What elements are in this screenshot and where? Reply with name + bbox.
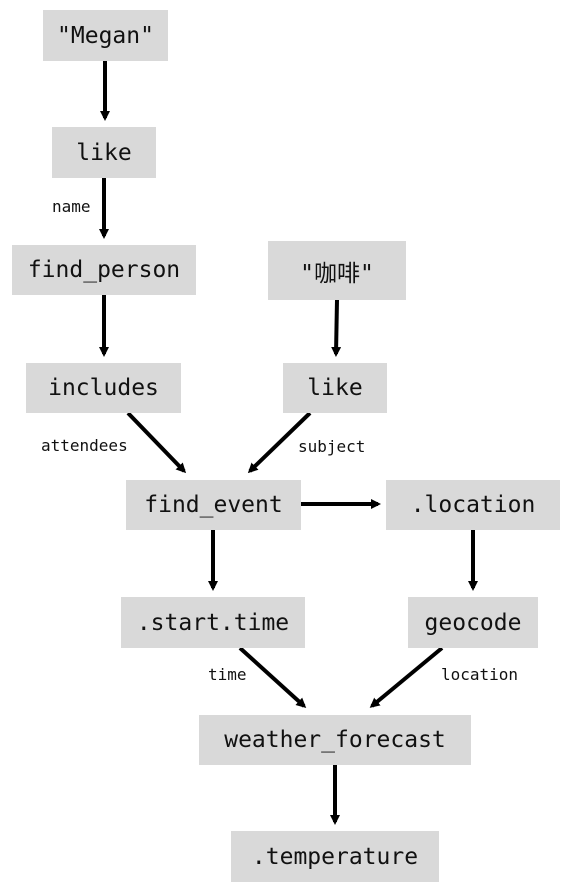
edge-geocode-weather — [369, 646, 444, 708]
node-includes: includes — [26, 363, 181, 413]
edge-start-time-weather — [238, 646, 307, 709]
node-find-event: find_event — [126, 480, 301, 530]
edge-label-location: location — [441, 665, 519, 684]
node-like-name: like — [52, 127, 156, 178]
node-location-attr: .location — [386, 480, 560, 530]
edge-like-find-event — [247, 411, 312, 474]
node-geocode: geocode — [408, 597, 538, 648]
node-like-subject: like — [283, 363, 387, 413]
edge-label-name: name — [52, 197, 91, 216]
edge-label-subject: subject — [298, 437, 366, 456]
edge-coffee-like — [331, 299, 342, 357]
node-find-person: find_person — [12, 245, 196, 295]
node-start-time: .start.time — [121, 597, 305, 648]
node-temperature: .temperature — [231, 831, 439, 882]
edge-includes-find-event — [126, 411, 187, 474]
edge-label-time: time — [208, 665, 247, 684]
node-weather-forecast: weather_forecast — [199, 715, 471, 765]
node-megan: "Megan" — [43, 10, 168, 61]
edge-label-attendees: attendees — [41, 436, 128, 455]
node-coffee: "咖啡" — [268, 241, 406, 300]
